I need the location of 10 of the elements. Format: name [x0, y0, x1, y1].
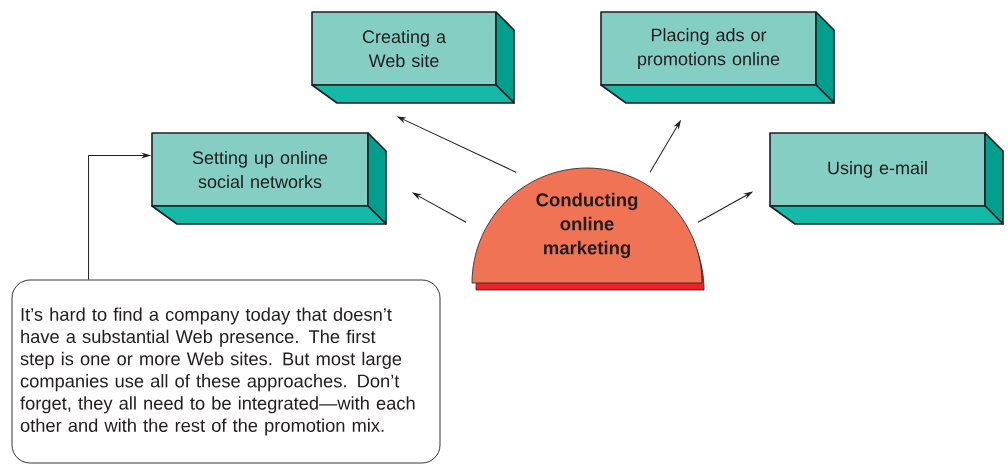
leader-line — [88, 153, 150, 281]
arrow — [649, 120, 681, 173]
arrow — [397, 116, 517, 173]
box-3d: Placing ads or promotions online — [600, 11, 835, 104]
box-3d: Setting up online social networks — [151, 132, 387, 225]
arrow — [697, 191, 753, 223]
callout-box: It’s hard to find a company today that doesn’t have a substantial Web presence. The first step is one or more Web sites. But most large companies use all of these approaches. Don’t forget, they all need to be integrated—with each other and with the rest of the promotion mix. — [11, 279, 441, 464]
arrow — [412, 192, 467, 223]
box-3d: Using e-mail — [769, 132, 1004, 225]
box-3d: Creating a Web site — [311, 11, 515, 104]
